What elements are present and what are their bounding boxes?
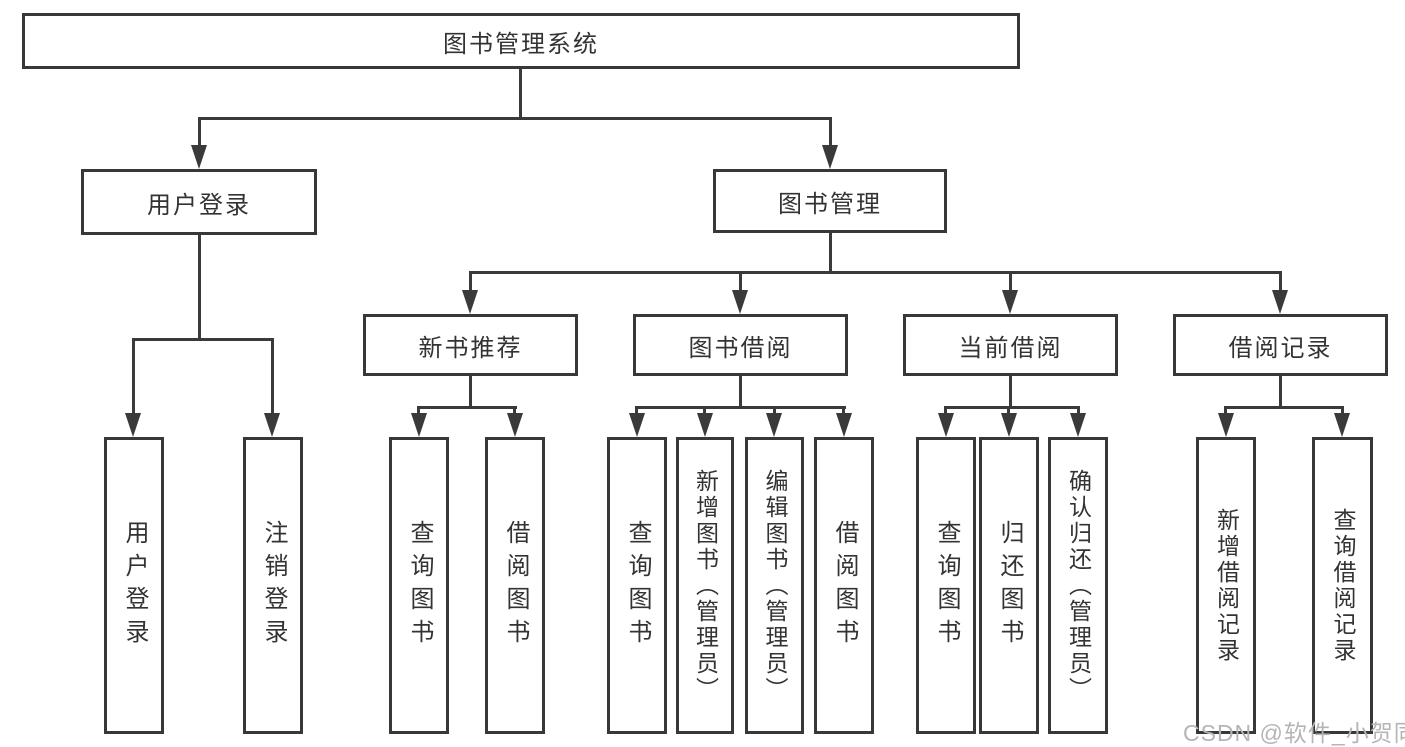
- connector-arrow-leaf2-line: [271, 338, 274, 415]
- connector-arrow-leaf8-line: [842, 406, 845, 416]
- arrowhead-leaf6: [697, 413, 713, 437]
- arrowhead-book-borrowing: [732, 290, 748, 314]
- connector-arrow-leaf3-line: [417, 406, 420, 416]
- node-book-borrowing-label: 图书借阅: [688, 334, 793, 362]
- connector-l3b-hbar: [636, 406, 846, 409]
- node-leaf-add-books-admin-label: 新增图书（管理员）: [692, 468, 719, 703]
- connector-arrow-leaf12-line: [1224, 406, 1227, 416]
- connector-l3c-hbar: [944, 406, 1080, 409]
- node-leaf-confirm-return-admin: 确认归还（管理员）: [1048, 437, 1108, 734]
- arrowhead-leaf2: [264, 413, 280, 437]
- arrowhead-leaf10: [1001, 413, 1017, 437]
- arrowhead-leaf1: [125, 413, 141, 437]
- connector-root-stem: [519, 69, 522, 117]
- node-leaf-query-books-3-label: 查询图书: [933, 519, 960, 652]
- connector-l3a-stem: [469, 376, 472, 408]
- connector-arrow-leaf7-line: [773, 406, 776, 416]
- arrowhead-leaf13: [1334, 413, 1350, 437]
- node-book-management: 图书管理: [713, 169, 947, 233]
- node-leaf-query-books-2-label: 查询图书: [624, 519, 651, 652]
- node-leaf-edit-books-admin: 编辑图书（管理员）: [745, 437, 804, 734]
- node-leaf-borrow-books-2: 借阅图书: [814, 437, 874, 734]
- arrowhead-user-login: [191, 145, 207, 169]
- connector-l3c-stem: [1009, 376, 1012, 408]
- arrowhead-leaf9: [938, 413, 954, 437]
- connector-l3b-stem: [739, 376, 742, 408]
- connector-arrow-user-login-line: [198, 117, 201, 147]
- node-leaf-query-books-3: 查询图书: [916, 437, 976, 734]
- node-root-label: 图书管理系统: [443, 30, 599, 58]
- node-leaf-user-login-label: 用户登录: [121, 519, 148, 652]
- connector-arrow-l3c-line: [1009, 271, 1012, 293]
- connector-l3d-hbar: [1224, 406, 1344, 409]
- connector-level1-hbar: [198, 117, 832, 120]
- node-new-book-recommend: 新书推荐: [363, 314, 578, 376]
- node-current-borrowing: 当前借阅: [903, 314, 1118, 376]
- connector-user-login-hbar: [132, 338, 274, 341]
- node-leaf-return-books: 归还图书: [979, 437, 1039, 734]
- connector-arrow-leaf9-line: [944, 406, 947, 416]
- node-leaf-borrow-books-2-label: 借阅图书: [831, 519, 858, 652]
- node-current-borrowing-label: 当前借阅: [958, 334, 1063, 362]
- connector-arrow-l3b-line: [739, 271, 742, 293]
- node-leaf-borrow-books-1: 借阅图书: [485, 437, 545, 734]
- arrowhead-borrowing-records: [1272, 290, 1288, 314]
- connector-arrow-leaf13-line: [1341, 406, 1344, 416]
- node-leaf-add-books-admin: 新增图书（管理员）: [676, 437, 734, 734]
- connector-arrow-leaf1-line: [132, 338, 135, 415]
- node-leaf-borrow-books-1-label: 借阅图书: [502, 519, 529, 652]
- arrowhead-current-borrowing: [1002, 290, 1018, 314]
- connector-level3-hbar: [469, 271, 1282, 274]
- arrowhead-new-book-recommend: [462, 290, 478, 314]
- node-user-login-label: 用户登录: [147, 191, 251, 219]
- node-leaf-confirm-return-admin-label: 确认归还（管理员）: [1065, 468, 1092, 703]
- node-leaf-query-borrow-record-label: 查询借阅记录: [1330, 507, 1356, 664]
- connector-arrow-leaf6-line: [703, 406, 706, 416]
- node-leaf-query-books-2: 查询图书: [607, 437, 667, 734]
- node-root: 图书管理系统: [22, 13, 1020, 69]
- connector-arrow-l3d-line: [1279, 271, 1282, 293]
- node-leaf-logout-label: 注销登录: [260, 519, 287, 652]
- arrowhead-leaf4: [507, 413, 523, 437]
- connector-arrow-leaf5-line: [635, 406, 638, 416]
- connector-arrow-book-management-line: [829, 117, 832, 147]
- arrowhead-leaf12: [1218, 413, 1234, 437]
- connector-arrow-leaf11-line: [1077, 406, 1080, 416]
- node-borrowing-records: 借阅记录: [1173, 314, 1388, 376]
- node-leaf-query-borrow-record: 查询借阅记录: [1312, 437, 1373, 734]
- csdn-watermark: CSDN @软件_小贺同学: [1183, 720, 1405, 746]
- arrowhead-leaf11: [1070, 413, 1086, 437]
- node-leaf-add-borrow-record: 新增借阅记录: [1196, 437, 1256, 734]
- connector-arrow-leaf10-line: [1007, 406, 1010, 416]
- connector-l3d-stem: [1279, 376, 1282, 408]
- node-book-borrowing: 图书借阅: [633, 314, 848, 376]
- node-new-book-recommend-label: 新书推荐: [418, 334, 523, 362]
- connector-book-management-stem: [829, 233, 832, 273]
- arrowhead-leaf7: [766, 413, 782, 437]
- node-leaf-return-books-label: 归还图书: [996, 519, 1023, 652]
- connector-l3a-hbar: [417, 406, 517, 409]
- node-leaf-logout: 注销登录: [243, 437, 303, 734]
- node-borrowing-records-label: 借阅记录: [1228, 334, 1333, 362]
- arrowhead-leaf3: [411, 413, 427, 437]
- node-leaf-query-books-1-label: 查询图书: [406, 519, 433, 652]
- node-user-login: 用户登录: [81, 169, 317, 235]
- node-leaf-user-login: 用户登录: [104, 437, 164, 734]
- arrowhead-book-management: [822, 145, 838, 169]
- node-leaf-edit-books-admin-label: 编辑图书（管理员）: [762, 468, 788, 703]
- node-leaf-query-books-1: 查询图书: [389, 437, 449, 734]
- node-book-management-label: 图书管理: [778, 190, 882, 218]
- connector-arrow-leaf4-line: [513, 406, 516, 416]
- arrowhead-leaf8: [836, 413, 852, 437]
- connector-user-login-stem: [198, 235, 201, 338]
- connector-arrow-l3a-line: [469, 271, 472, 293]
- arrowhead-leaf5: [629, 413, 645, 437]
- node-leaf-add-borrow-record-label: 新增借阅记录: [1213, 507, 1240, 664]
